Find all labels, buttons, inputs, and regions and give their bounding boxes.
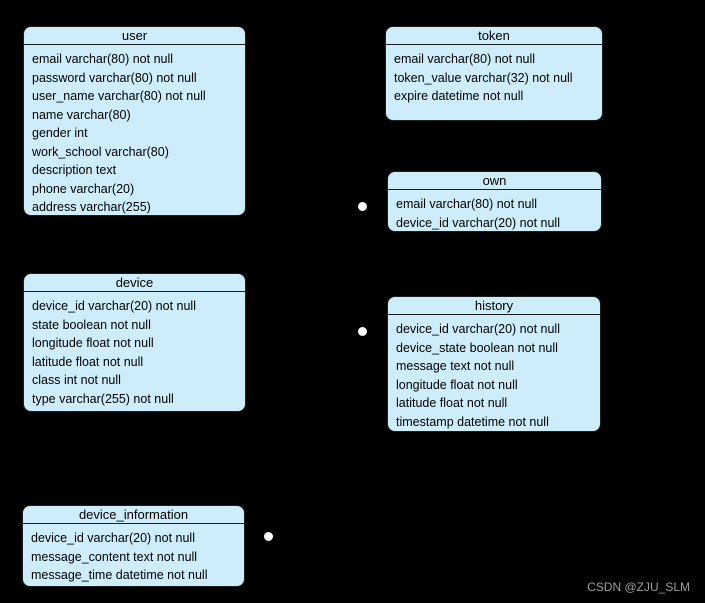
table-device-information-fields: device_id varchar(20) not null message_c… (23, 524, 244, 585)
table-field: password varchar(80) not null (32, 70, 197, 85)
table-user[interactable]: user email varchar(80) not null password… (23, 26, 246, 216)
table-field: gender int (32, 126, 88, 140)
table-field: device_state boolean not null (396, 340, 558, 355)
table-device-title: device (24, 274, 245, 292)
table-field: token_value varchar(32) not null (394, 70, 573, 85)
table-field: user_name varchar(80) not null (32, 89, 206, 103)
table-token-title: token (386, 27, 602, 45)
table-field: timestamp datetime not null (396, 414, 549, 429)
table-field: message_time datetime not null (31, 568, 208, 582)
table-own-title: own (388, 172, 601, 190)
table-field: type varchar(255) not null (32, 391, 174, 406)
table-field: email varchar(80) not null (394, 52, 536, 66)
table-history[interactable]: history device_id varchar(20) not null d… (387, 296, 601, 432)
table-user-fields: email varchar(80) not null password varc… (24, 45, 245, 215)
table-field: description text (32, 163, 117, 177)
relationship-dot-icon[interactable] (358, 327, 367, 336)
table-own[interactable]: own email varchar(80) not null device_id… (387, 171, 602, 232)
table-field: phone varchar(20) (32, 181, 135, 196)
table-field: message text not null (396, 359, 515, 373)
table-field: message_content text not null (31, 549, 198, 564)
table-field: device_id varchar(20) not null (396, 215, 560, 230)
relationship-dot-icon[interactable] (264, 532, 273, 541)
table-field: longitude float not null (396, 377, 518, 392)
table-field: address varchar(255) (32, 200, 151, 214)
table-token[interactable]: token email varchar(80) not null token_v… (385, 26, 603, 121)
table-device-information[interactable]: device_information device_id varchar(20)… (22, 505, 245, 587)
table-user-title: user (24, 27, 245, 45)
table-field: device_id varchar(20) not null (31, 531, 195, 545)
table-field: longitude float not null (32, 336, 154, 350)
relationship-dot-icon[interactable] (358, 202, 367, 211)
table-own-fields: email varchar(80) not null device_id var… (388, 190, 601, 231)
table-field: expire datetime not null (394, 89, 524, 103)
table-field: device_id varchar(20) not null (32, 299, 196, 313)
table-history-title: history (388, 297, 600, 315)
table-device[interactable]: device device_id varchar(20) not null st… (23, 273, 246, 412)
table-history-fields: device_id varchar(20) not null device_st… (388, 315, 600, 431)
table-field: latitude float not null (32, 354, 144, 369)
table-field: state boolean not null (32, 317, 151, 332)
table-field: class int not null (32, 373, 121, 387)
table-field: email varchar(80) not null (32, 52, 174, 66)
table-field: latitude float not null (396, 396, 508, 410)
table-device-fields: device_id varchar(20) not null state boo… (24, 292, 245, 408)
table-field: name varchar(80) (32, 107, 131, 122)
table-token-fields: email varchar(80) not null token_value v… (386, 45, 602, 106)
table-field: device_id varchar(20) not null (396, 322, 560, 336)
table-device-information-title: device_information (23, 506, 244, 524)
table-field: work_school varchar(80) (32, 144, 169, 159)
watermark: CSDN @ZJU_SLM (587, 580, 690, 594)
table-field: email varchar(80) not null (396, 197, 538, 211)
